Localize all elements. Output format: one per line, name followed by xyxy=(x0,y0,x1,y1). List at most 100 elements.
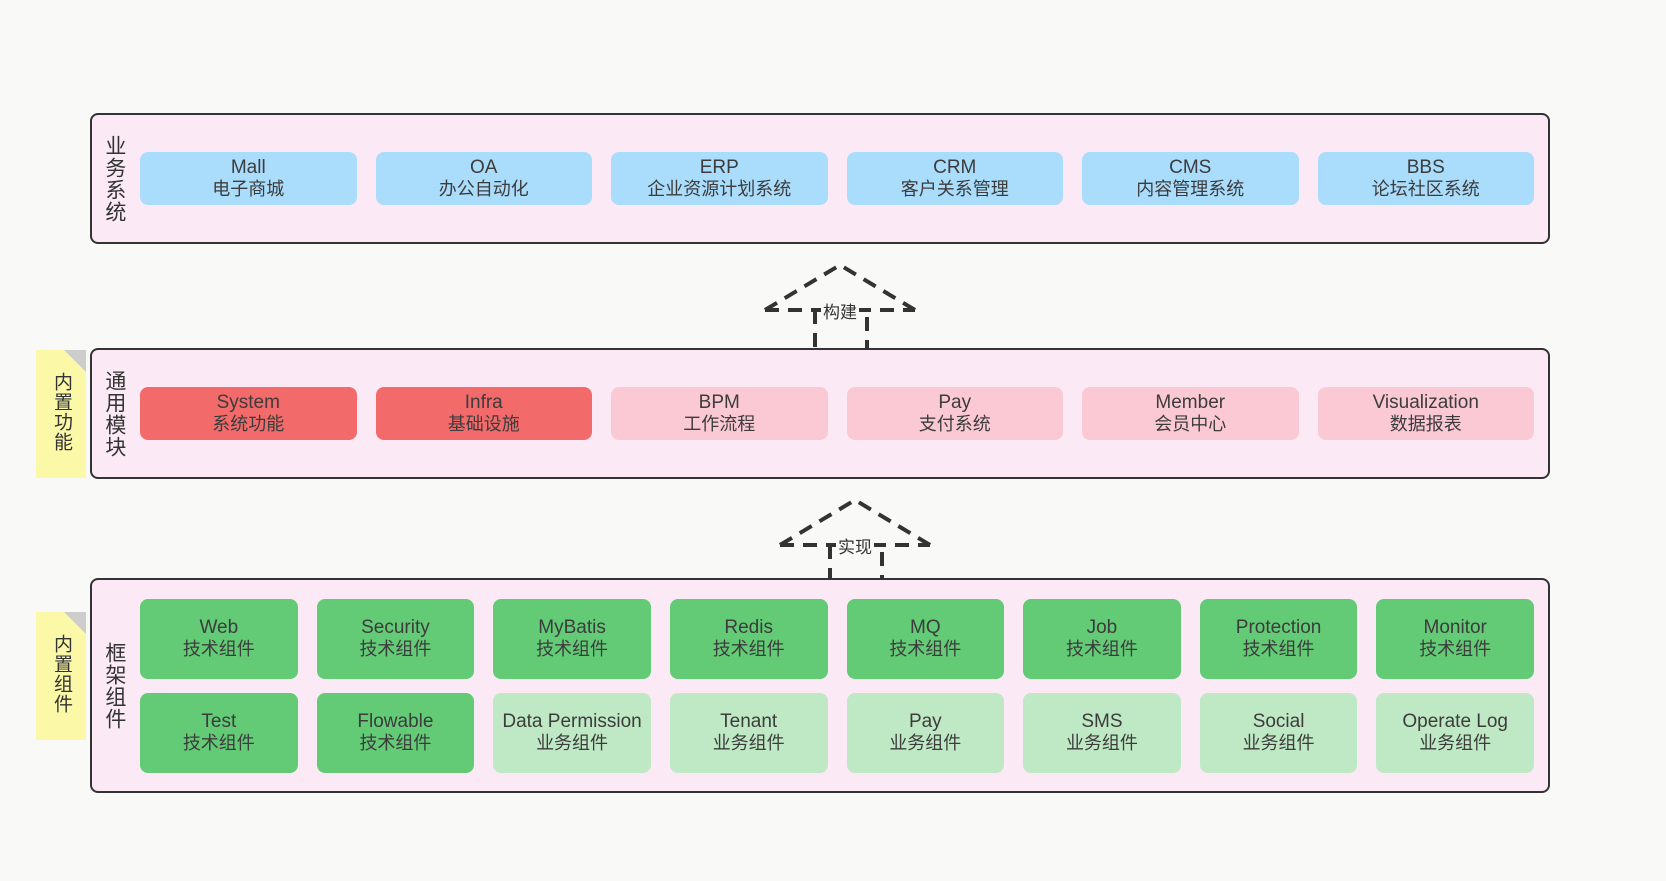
card-mybatis[interactable]: MyBatis 技术组件 xyxy=(493,598,651,679)
card-title: SMS xyxy=(1081,710,1123,732)
card-subtitle: 技术组件 xyxy=(536,639,609,660)
card-infra[interactable]: Infra 基础设施 xyxy=(375,386,592,441)
card-title: Web xyxy=(199,616,239,638)
card-subtitle: 业务组件 xyxy=(1065,733,1138,754)
layer-common-module-body: System 系统功能 Infra 基础设施 BPM 工作流程 Pay 支付系统… xyxy=(136,350,1548,477)
layer-framework-component: 框架组件 Web 技术组件 Security 技术组件 MyBatis 技术组件… xyxy=(90,578,1550,793)
card-test[interactable]: Test 技术组件 xyxy=(140,692,298,773)
card-subtitle: 技术组件 xyxy=(1065,639,1138,660)
card-system[interactable]: System 系统功能 xyxy=(140,386,357,441)
card-erp[interactable]: ERP 企业资源计划系统 xyxy=(611,151,828,206)
card-cms[interactable]: CMS 内容管理系统 xyxy=(1082,151,1299,206)
card-subtitle: 业务组件 xyxy=(712,733,785,754)
card-title: Job xyxy=(1086,616,1118,638)
framework-tech-row: Web 技术组件 Security 技术组件 MyBatis 技术组件 Redi… xyxy=(140,598,1534,679)
card-subtitle: 电子商城 xyxy=(212,179,285,200)
card-subtitle: 客户关系管理 xyxy=(900,179,1009,200)
card-job[interactable]: Job 技术组件 xyxy=(1023,598,1181,679)
card-title: MQ xyxy=(910,616,941,638)
card-title: Security xyxy=(361,616,430,638)
connector-implement: 实现 xyxy=(770,495,940,591)
card-subtitle: 办公自动化 xyxy=(438,179,529,200)
common-module-row: System 系统功能 Infra 基础设施 BPM 工作流程 Pay 支付系统… xyxy=(140,386,1534,441)
card-subtitle: 技术组件 xyxy=(1242,639,1315,660)
card-subtitle: 支付系统 xyxy=(918,414,991,435)
card-title: Redis xyxy=(724,616,773,638)
card-subtitle: 技术组件 xyxy=(1419,639,1492,660)
card-flowable[interactable]: Flowable 技术组件 xyxy=(316,692,475,773)
connector-build-label: 构建 xyxy=(821,298,859,323)
card-subtitle: 数据报表 xyxy=(1389,414,1462,435)
layer-business-system: 业务系统 Mall 电子商城 OA 办公自动化 ERP 企业资源计划系统 CRM xyxy=(90,113,1550,244)
sticky-note-builtin-feature: 内置功能 xyxy=(36,350,86,478)
card-subtitle: 技术组件 xyxy=(712,639,785,660)
card-title: Operate Log xyxy=(1402,710,1508,732)
connector-build: 构建 xyxy=(755,260,925,356)
layer-framework-component-label: 框架组件 xyxy=(102,641,126,730)
layer-framework-component-body: Web 技术组件 Security 技术组件 MyBatis 技术组件 Redi… xyxy=(136,580,1548,791)
card-bpm[interactable]: BPM 工作流程 xyxy=(611,386,828,441)
card-subtitle: 业务组件 xyxy=(1242,733,1315,754)
card-redis[interactable]: Redis 技术组件 xyxy=(669,598,828,679)
card-title: CMS xyxy=(1169,156,1212,178)
card-subtitle: 系统功能 xyxy=(212,414,285,435)
card-title: Visualization xyxy=(1372,391,1479,413)
card-subtitle: 技术组件 xyxy=(182,639,255,660)
sticky-note-label: 内置功能 xyxy=(50,372,72,452)
card-subtitle: 技术组件 xyxy=(359,733,432,754)
card-title: Flowable xyxy=(357,710,434,732)
card-subtitle: 企业资源计划系统 xyxy=(647,179,792,200)
card-security[interactable]: Security 技术组件 xyxy=(316,598,475,679)
layer-business-system-body: Mall 电子商城 OA 办公自动化 ERP 企业资源计划系统 CRM 客户关系… xyxy=(136,115,1548,242)
sticky-note-builtin-component: 内置组件 xyxy=(36,612,86,740)
card-visualization[interactable]: Visualization 数据报表 xyxy=(1317,386,1534,441)
card-social[interactable]: Social 业务组件 xyxy=(1199,692,1358,773)
layer-business-system-label: 业务系统 xyxy=(102,134,126,223)
card-title: Pay xyxy=(908,710,942,732)
card-subtitle: 业务组件 xyxy=(536,733,609,754)
card-subtitle: 技术组件 xyxy=(182,733,255,754)
card-title: CRM xyxy=(933,156,977,178)
card-mall[interactable]: Mall 电子商城 xyxy=(140,151,357,206)
card-title: Tenant xyxy=(720,710,778,732)
card-subtitle: 内容管理系统 xyxy=(1136,179,1245,200)
layer-common-module-label: 通用模块 xyxy=(102,369,126,458)
card-web[interactable]: Web 技术组件 xyxy=(140,598,298,679)
card-protection[interactable]: Protection 技术组件 xyxy=(1199,598,1358,679)
card-title: Data Permission xyxy=(502,710,642,732)
card-subtitle: 会员中心 xyxy=(1154,414,1227,435)
card-title: Social xyxy=(1252,710,1305,732)
card-title: Member xyxy=(1155,391,1226,413)
card-crm[interactable]: CRM 客户关系管理 xyxy=(846,151,1063,206)
card-subtitle: 技术组件 xyxy=(889,639,962,660)
card-member[interactable]: Member 会员中心 xyxy=(1082,386,1299,441)
card-sms[interactable]: SMS 业务组件 xyxy=(1023,692,1181,773)
card-title: Infra xyxy=(464,391,503,413)
card-oa[interactable]: OA 办公自动化 xyxy=(375,151,592,206)
card-title: BBS xyxy=(1406,156,1445,178)
card-subtitle: 基础设施 xyxy=(447,414,520,435)
sticky-note-label: 内置组件 xyxy=(50,634,72,714)
framework-business-row: Test 技术组件 Flowable 技术组件 Data Permission … xyxy=(140,692,1534,773)
card-pay-component[interactable]: Pay 业务组件 xyxy=(846,692,1005,773)
card-data-permission[interactable]: Data Permission 业务组件 xyxy=(493,692,651,773)
card-title: Protection xyxy=(1235,616,1322,638)
card-subtitle: 业务组件 xyxy=(1419,733,1492,754)
card-subtitle: 业务组件 xyxy=(889,733,962,754)
card-title: OA xyxy=(470,156,498,178)
connector-implement-label: 实现 xyxy=(836,533,874,558)
card-title: BPM xyxy=(698,391,740,413)
card-subtitle: 工作流程 xyxy=(683,414,756,435)
card-bbs[interactable]: BBS 论坛社区系统 xyxy=(1317,151,1534,206)
card-tenant[interactable]: Tenant 业务组件 xyxy=(669,692,828,773)
card-operate-log[interactable]: Operate Log 业务组件 xyxy=(1376,692,1534,773)
card-title: Mall xyxy=(230,156,266,178)
card-pay-module[interactable]: Pay 支付系统 xyxy=(846,386,1063,441)
card-subtitle: 论坛社区系统 xyxy=(1371,179,1480,200)
card-monitor[interactable]: Monitor 技术组件 xyxy=(1376,598,1534,679)
card-subtitle: 技术组件 xyxy=(359,639,432,660)
card-title: System xyxy=(216,391,280,413)
business-system-row: Mall 电子商城 OA 办公自动化 ERP 企业资源计划系统 CRM 客户关系… xyxy=(140,151,1534,206)
card-title: Monitor xyxy=(1423,616,1487,638)
card-mq[interactable]: MQ 技术组件 xyxy=(846,598,1005,679)
